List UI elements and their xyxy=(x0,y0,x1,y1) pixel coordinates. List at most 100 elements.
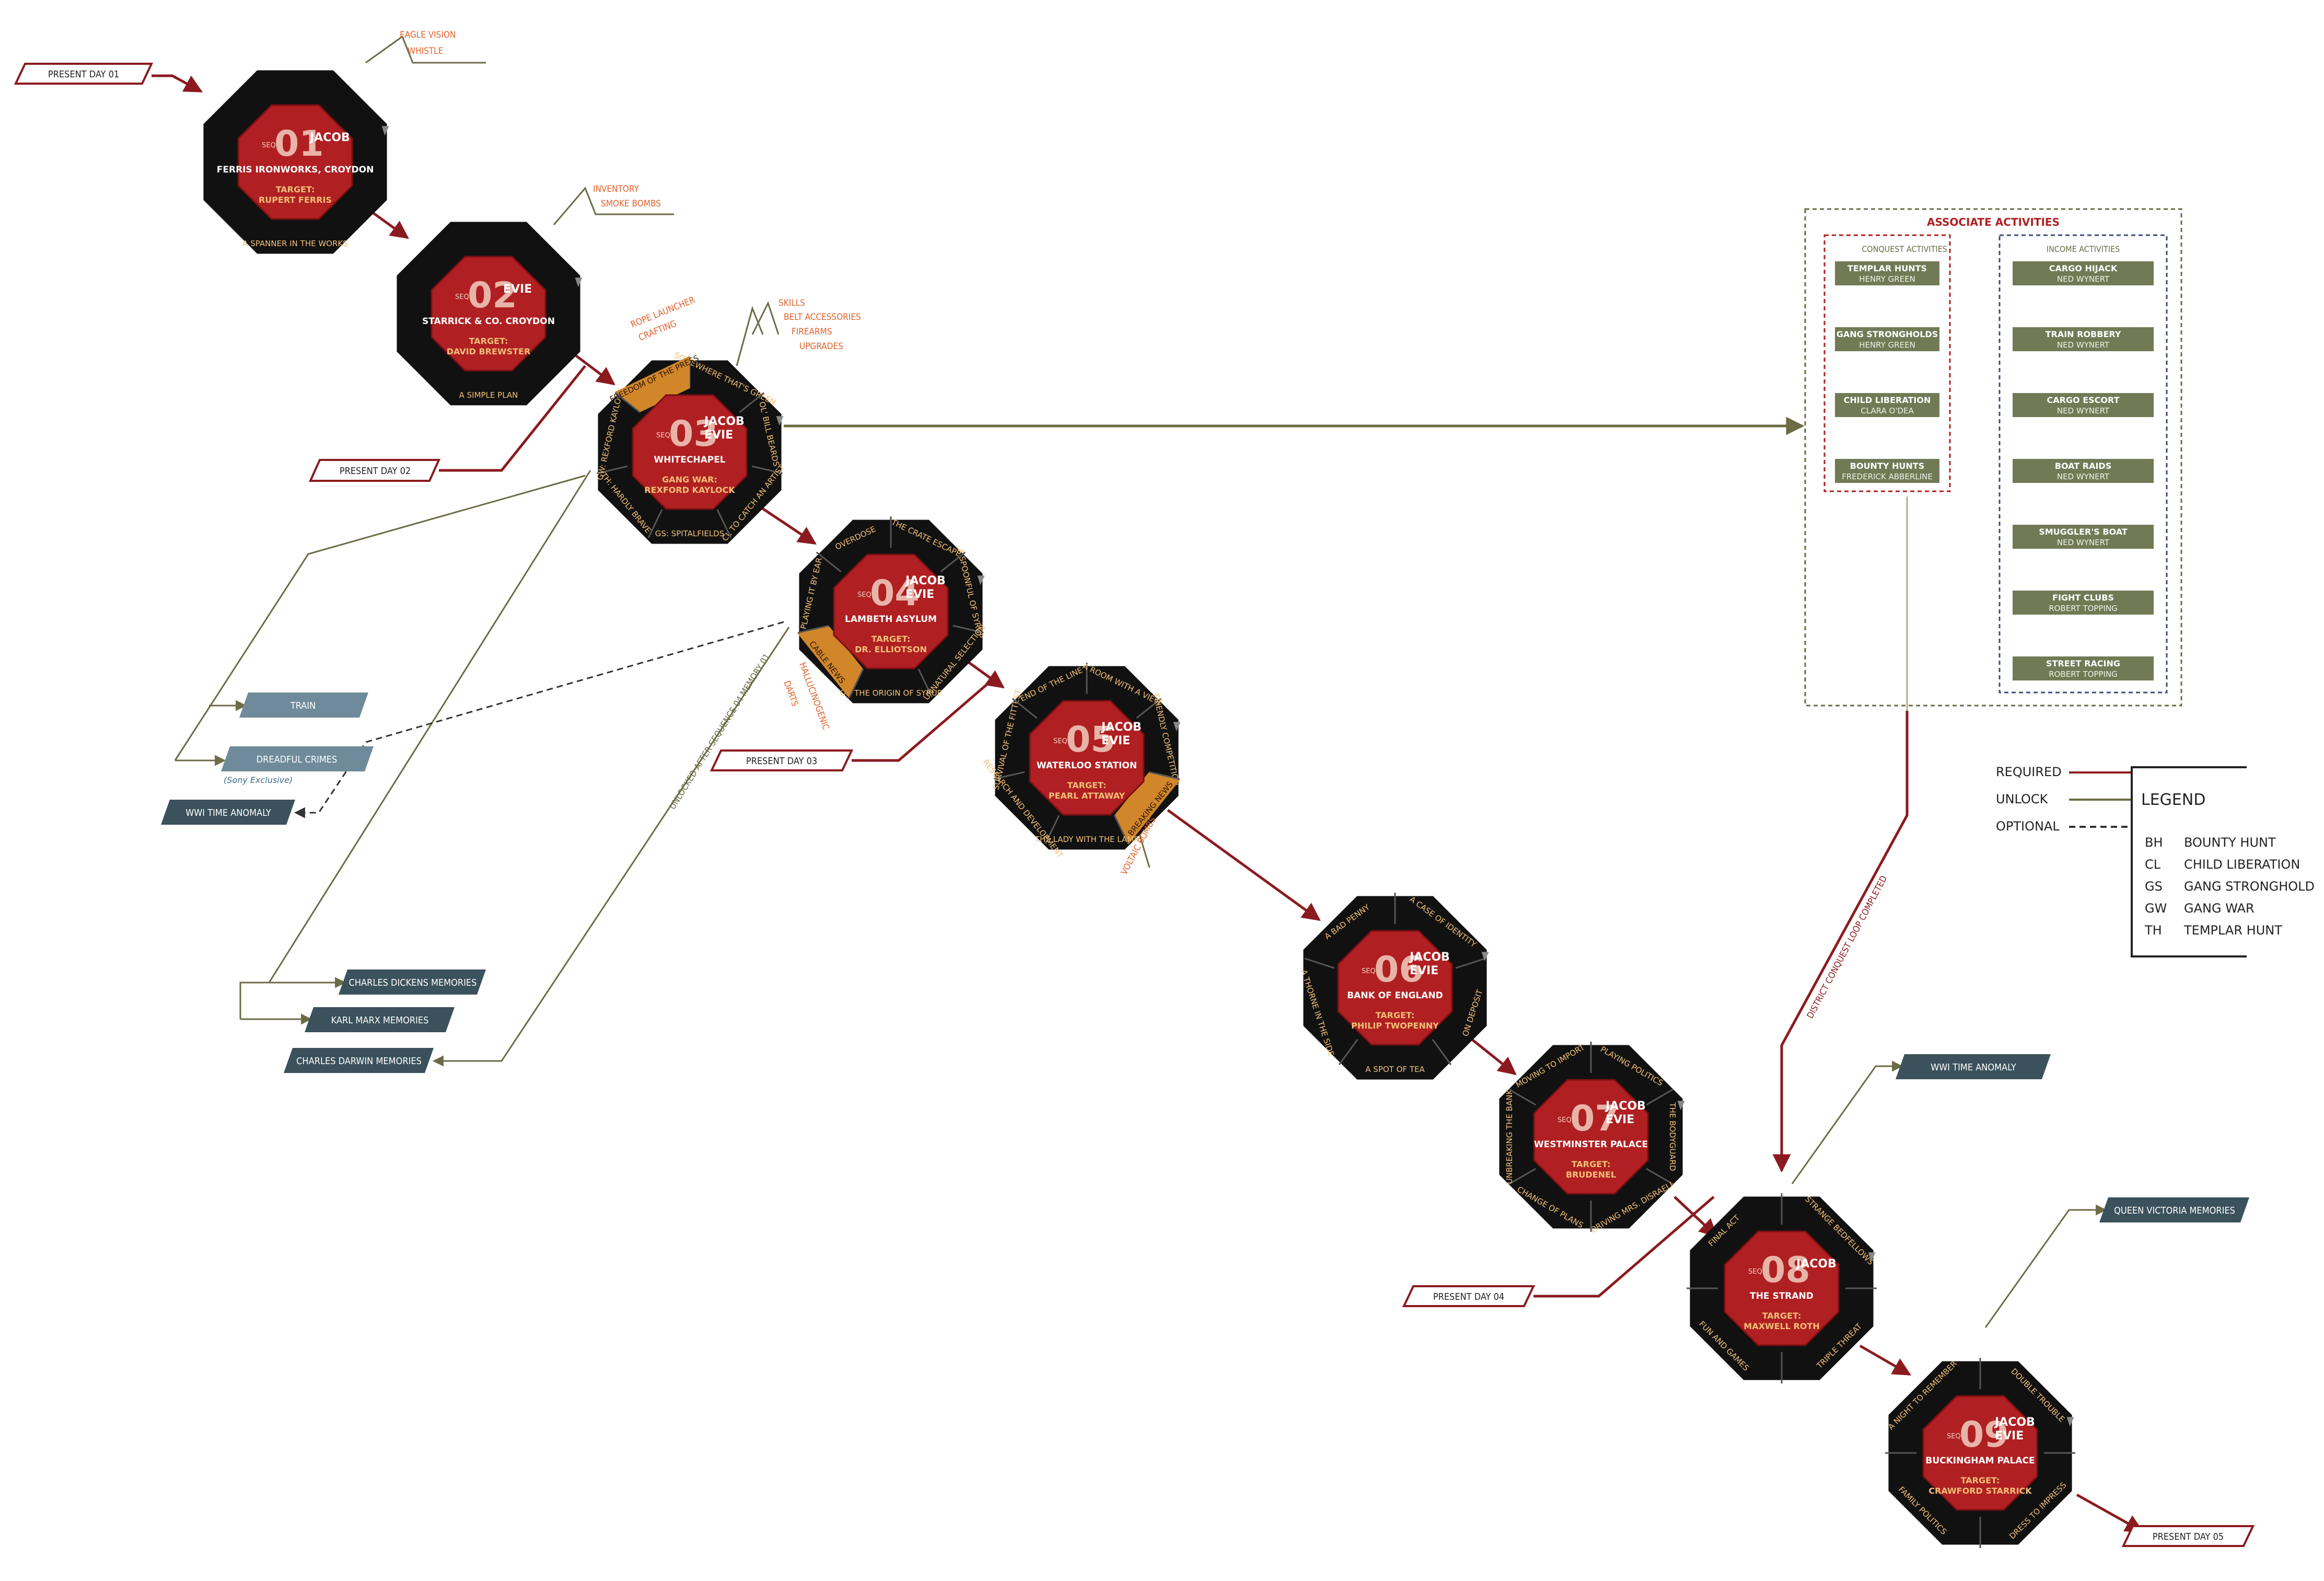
octagon-inner xyxy=(1922,1395,2038,1511)
seq-label: SEQ. xyxy=(1053,737,1070,745)
octagon-inner xyxy=(632,394,748,510)
wwi-time-anomaly-right[interactable]: WWI TIME ANOMALY xyxy=(1896,1054,2051,1079)
wwi-time-anomaly-left[interactable]: WWI TIME ANOMALY xyxy=(161,800,295,825)
corner-marker xyxy=(1868,1252,1876,1262)
segment-divider xyxy=(1338,1038,1358,1066)
activities-title: ASSOCIATE ACTIVITIES xyxy=(1927,216,2060,228)
character-name: JACOB xyxy=(1605,1100,1646,1113)
sequence-number: 07 xyxy=(1570,1098,1620,1139)
mission-label[interactable]: UNBREAKING THE BANK xyxy=(1505,1089,1514,1184)
segment-divider xyxy=(994,771,1025,780)
charles-darwin-memories[interactable]: CHARLES DARWIN MEMORIES xyxy=(284,1048,434,1073)
character-name: EVIE xyxy=(1606,1113,1634,1126)
legend-abbr: BH xyxy=(2145,835,2163,850)
seq-label: SEQ. xyxy=(1748,1268,1764,1276)
location-label: WESTMINSTER PALACE xyxy=(1534,1139,1648,1150)
segment-divider xyxy=(849,668,864,698)
target-name: PEARL ATTAWAY xyxy=(1049,791,1125,801)
activity-box xyxy=(1835,393,1939,417)
mission-label[interactable]: ON THE ORIGIN OF SYRUP xyxy=(840,688,942,698)
activity-person: NED WYNERT xyxy=(2057,274,2110,284)
req-pd02-seq03 xyxy=(439,365,586,472)
karl-marx-memories[interactable]: KARL MARX MEMORIES xyxy=(305,1007,455,1032)
unlock-note-4d: UPGRADES xyxy=(799,341,843,352)
train-box[interactable]: TRAIN xyxy=(239,693,368,718)
legend-abbr: CL xyxy=(2145,857,2161,872)
corner-marker xyxy=(2066,1417,2074,1427)
segment-divider xyxy=(739,392,765,413)
svg-text:TRAIN: TRAIN xyxy=(290,700,316,711)
queen-victoria-memories[interactable]: QUEEN VICTORIA MEMORIES xyxy=(2099,1197,2249,1222)
svg-text:CHARLES DICKENS MEMORIES: CHARLES DICKENS MEMORIES xyxy=(349,977,477,988)
activity-name: TEMPLAR HUNTS xyxy=(1847,263,1927,273)
character-name: EVIE xyxy=(905,588,934,601)
dreadful-crimes-box[interactable]: DREADFUL CRIMES xyxy=(221,746,374,771)
legend-optional-label: OPTIONAL xyxy=(1996,819,2060,834)
legend-meaning: GANG STRONGHOLD xyxy=(2184,879,2315,894)
sequence-number: 08 xyxy=(1761,1250,1810,1291)
activity-person: NED WYNERT xyxy=(2057,472,2110,481)
target-label: TARGET: xyxy=(1067,780,1107,790)
character-name: EVIE xyxy=(503,283,532,296)
charles-dickens-memories[interactable]: CHARLES DICKENS MEMORIES xyxy=(339,970,486,995)
svg-text:QUEEN VICTORIA MEMORIES: QUEEN VICTORIA MEMORIES xyxy=(2114,1205,2235,1216)
mission-label[interactable]: A SIMPLE PLAN xyxy=(459,390,518,400)
legend-title: LEGEND xyxy=(2141,791,2205,809)
mission-label[interactable]: GS: SPITALFIELDS xyxy=(655,529,725,538)
mission-label[interactable]: THE LADY WITH THE LAMP xyxy=(1035,835,1138,844)
character-name: JACOB xyxy=(1795,1257,1837,1271)
sequence-number: 04 xyxy=(870,573,920,614)
activity-box xyxy=(1835,327,1939,351)
segment-divider xyxy=(751,465,783,474)
seq-label: SEQ. xyxy=(1558,1116,1574,1124)
sequence-number: 09 xyxy=(1959,1414,2009,1456)
segment-divider xyxy=(716,509,732,538)
highlighted-segment xyxy=(797,626,864,698)
mission-label[interactable]: A SPANNER IN THE WORKS xyxy=(242,239,348,248)
req-pd04-seq08 xyxy=(1533,1196,1715,1298)
corner-marker xyxy=(575,278,583,287)
present-day-tags: PRESENT DAY 01 PRESENT DAY 02 PRESENT DA… xyxy=(14,63,2255,1547)
svg-text:PRESENT DAY 03: PRESENT DAY 03 xyxy=(746,756,817,767)
activity-name: CARGO ESCORT xyxy=(2047,395,2119,405)
unlock-seq09-victoria xyxy=(1984,1204,2107,1328)
target-label: TARGET: xyxy=(872,634,911,644)
activity-box xyxy=(2013,393,2154,417)
target-label: TARGET: xyxy=(1572,1159,1611,1169)
unlock-note-4c: FIREARMS xyxy=(792,327,832,337)
mission-label[interactable]: A SPOT OF TEA xyxy=(1365,1065,1425,1074)
segment-divider xyxy=(1012,698,1038,719)
mission-label[interactable]: THE BODYGUARD xyxy=(1668,1102,1677,1171)
sequence-01[interactable]: A SPANNER IN THE WORKSSEQ.01JACOBFERRIS … xyxy=(203,70,389,254)
character-name: JACOB xyxy=(1409,951,1450,964)
seq-label: SEQ. xyxy=(656,432,672,440)
memory-unlock-note: UNLOCKED AFTER SEQUENCE 04 MEMORY 01 xyxy=(667,652,772,811)
activity-person: FREDERICK ABBERLINE xyxy=(1842,472,1933,481)
activity-box xyxy=(1835,261,1939,285)
svg-text:PRESENT DAY 01: PRESENT DAY 01 xyxy=(48,69,119,80)
character-name: JACOB xyxy=(1994,1416,2035,1429)
segment-divider xyxy=(597,465,628,474)
activity-box xyxy=(2013,656,2154,680)
character-name: EVIE xyxy=(1101,734,1130,747)
activity-name: CHILD LIBERATION xyxy=(1844,395,1931,405)
